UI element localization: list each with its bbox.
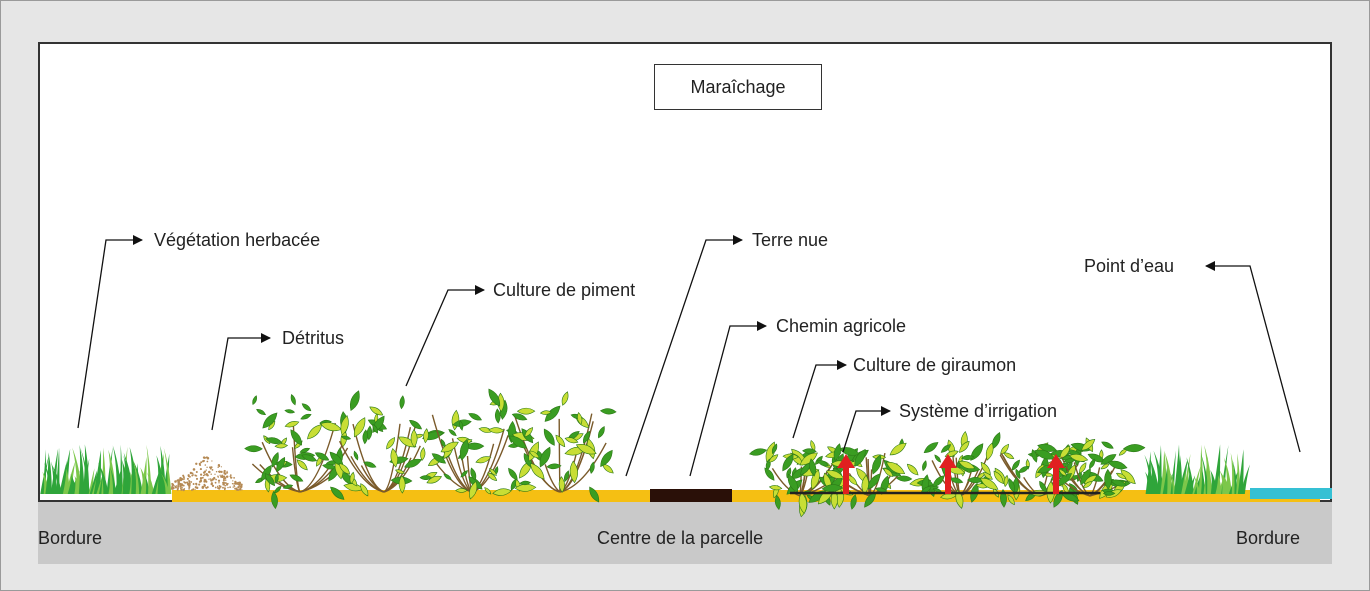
leader-bare-soil <box>625 235 743 477</box>
leader-irrigation <box>842 406 891 453</box>
herbaceous-vegetation-right <box>1144 444 1250 494</box>
leader-pumpkin <box>792 360 847 439</box>
water-point-segment <box>1250 488 1332 499</box>
leader-path <box>689 321 767 477</box>
label-detritus: Détritus <box>282 328 345 348</box>
diagram-panel <box>38 42 1332 502</box>
herbaceous-vegetation-left <box>40 444 172 494</box>
band-label-left-border: Bordure <box>38 528 103 548</box>
position-band <box>38 502 1332 564</box>
label-herbaceous-vegetation: Végétation herbacée <box>154 230 321 250</box>
leader-vegetation <box>77 235 143 429</box>
agricultural-path-segment <box>650 489 732 502</box>
label-bare-soil: Terre nue <box>752 230 829 250</box>
leader-pepper <box>405 285 485 387</box>
irrigation-arrows <box>837 454 1065 494</box>
label-pumpkin-crop: Culture de giraumon <box>853 355 1017 375</box>
diagram-title: Maraîchage <box>654 64 822 110</box>
leader-water-point <box>1205 261 1301 453</box>
pepper-crop-plants <box>244 388 617 510</box>
band-label-right-border: Bordure <box>1236 528 1301 548</box>
label-pepper-crop: Culture de piment <box>493 280 636 300</box>
leader-detritus <box>211 333 271 431</box>
label-agricultural-path: Chemin agricole <box>776 316 907 336</box>
detritus-pile <box>170 456 243 492</box>
band-label-plot-center: Centre de la parcelle <box>597 528 764 548</box>
label-irrigation-system: Système d’irrigation <box>899 401 1058 421</box>
label-water-point: Point d’eau <box>1084 256 1175 276</box>
